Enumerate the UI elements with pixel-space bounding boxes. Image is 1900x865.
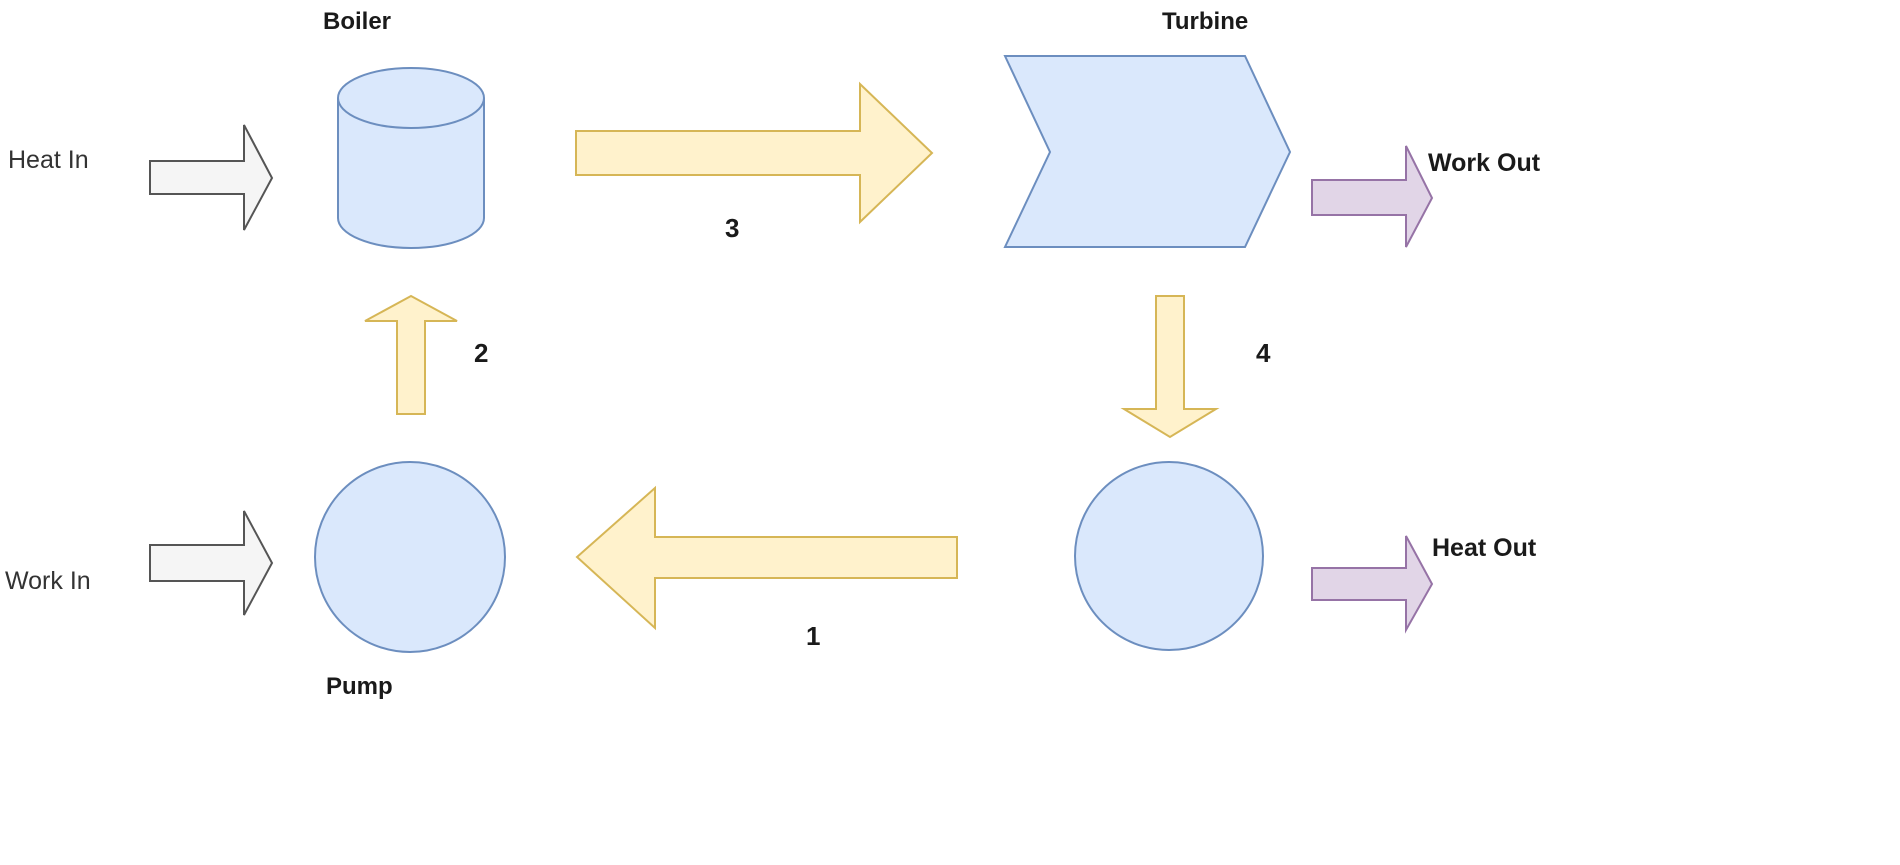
condenser-circle (1074, 461, 1264, 651)
flow-3-arrow (575, 81, 934, 225)
heat-out-label: Heat Out (1432, 534, 1537, 562)
state-1-label: 1 (806, 621, 820, 651)
heat-out-arrow (1311, 535, 1434, 634)
pump-label: Pump (326, 673, 393, 700)
heat-in-label: Heat In (8, 146, 89, 174)
boiler-label: Boiler (323, 8, 391, 35)
turbine-shape (1003, 55, 1292, 248)
work-out-arrow (1311, 145, 1434, 248)
flow-4-arrow (1120, 295, 1220, 439)
state-3-label: 3 (725, 213, 739, 243)
pump-circle (314, 461, 506, 653)
heat-in-arrow (149, 124, 274, 231)
turbine-label: Turbine (1162, 8, 1248, 35)
work-in-arrow (149, 510, 274, 616)
work-in-label: Work In (5, 567, 91, 595)
flow-1-arrow (575, 485, 958, 631)
boiler-cylinder (337, 67, 485, 249)
flow-2-arrow (364, 294, 458, 415)
state-4-label: 4 (1256, 338, 1271, 368)
state-2-label: 2 (474, 338, 488, 368)
work-out-label: Work Out (1428, 149, 1541, 177)
